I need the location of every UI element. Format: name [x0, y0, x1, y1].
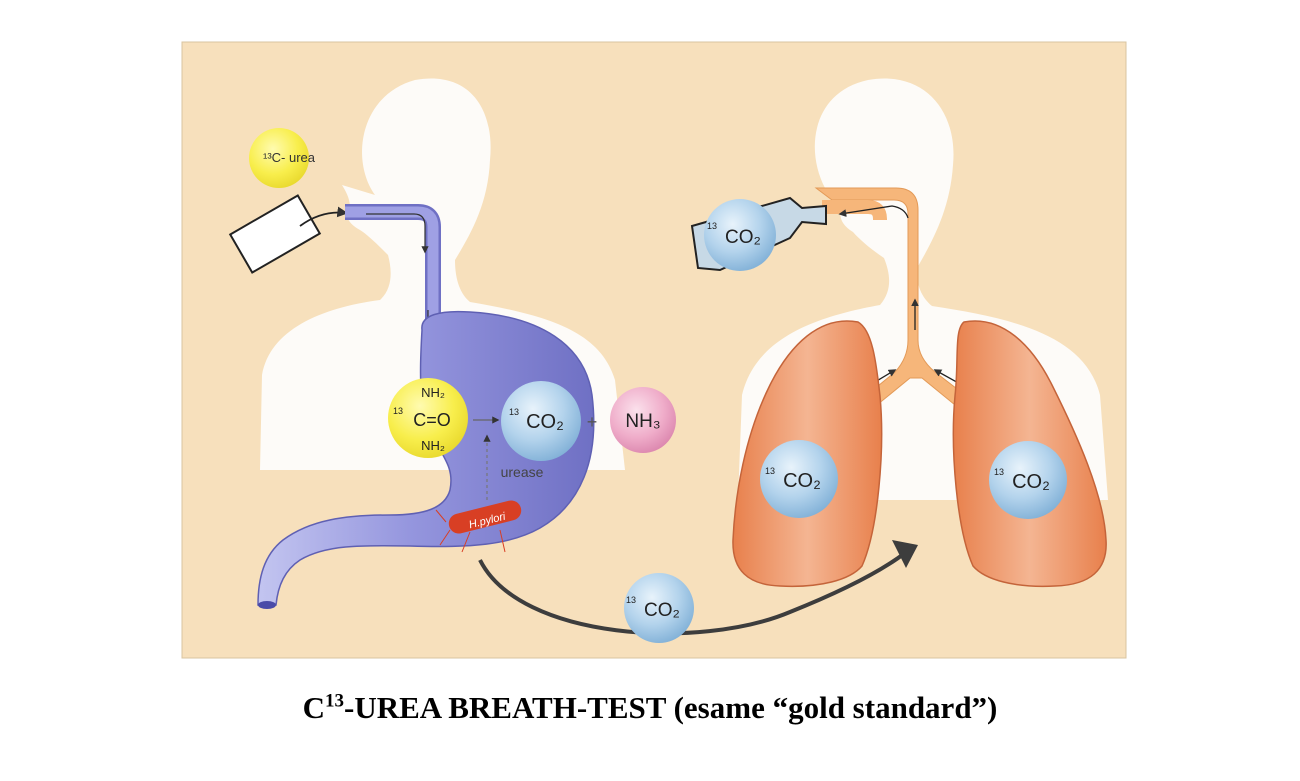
nh3-label: NH₃ — [625, 411, 660, 432]
urea-c-o: C=O — [413, 410, 451, 430]
co2-label: CO₂ — [1012, 471, 1050, 493]
caption-text: -UREA BREATH-TEST (esame “gold standard”… — [344, 690, 998, 725]
co2-prefix: 13 — [994, 467, 1004, 477]
co2-label: CO₂ — [644, 600, 680, 621]
urea-nh2-top: NH₂ — [421, 385, 445, 400]
caption-superscript: 13 — [325, 690, 344, 712]
co2-molecule-left-lung: 13 CO₂ — [760, 440, 838, 518]
co2-label: CO₂ — [783, 470, 821, 492]
c13-urea-molecule: ¹³C- urea — [249, 128, 316, 188]
co2-prefix: 13 — [509, 407, 519, 417]
stomach — [257, 310, 595, 609]
caption: C13-UREA BREATH-TEST (esame “gold standa… — [0, 690, 1300, 726]
urea-label: ¹³C- urea — [263, 150, 316, 165]
co2-prefix: 13 — [707, 221, 717, 231]
co2-label: CO₂ — [526, 411, 564, 433]
drink-cup-icon — [228, 194, 349, 274]
urea-molecule: NH₂ 13 C=O NH₂ — [388, 378, 468, 458]
co2-prefix: 13 — [765, 466, 775, 476]
nh3-molecule: NH₃ — [610, 387, 676, 453]
urea-c13-prefix: 13 — [393, 406, 403, 416]
co2-molecule-stomach: 13 CO₂ — [501, 381, 581, 461]
plus-sign: + — [587, 412, 598, 432]
curved-arrow-icon — [478, 551, 907, 636]
urea-nh2-bottom: NH₂ — [421, 438, 445, 453]
co2-molecule-bag: 13 CO₂ — [704, 199, 776, 271]
curved-arrow-head — [892, 540, 918, 568]
urease-label: urease — [501, 464, 544, 480]
co2-prefix: 13 — [626, 595, 636, 605]
co2-label: CO₂ — [725, 227, 761, 248]
caption-prefix: C — [302, 690, 325, 725]
co2-molecule-bloodstream: 13 CO₂ — [624, 573, 694, 643]
co2-molecule-right-lung: 13 CO₂ — [989, 441, 1067, 519]
